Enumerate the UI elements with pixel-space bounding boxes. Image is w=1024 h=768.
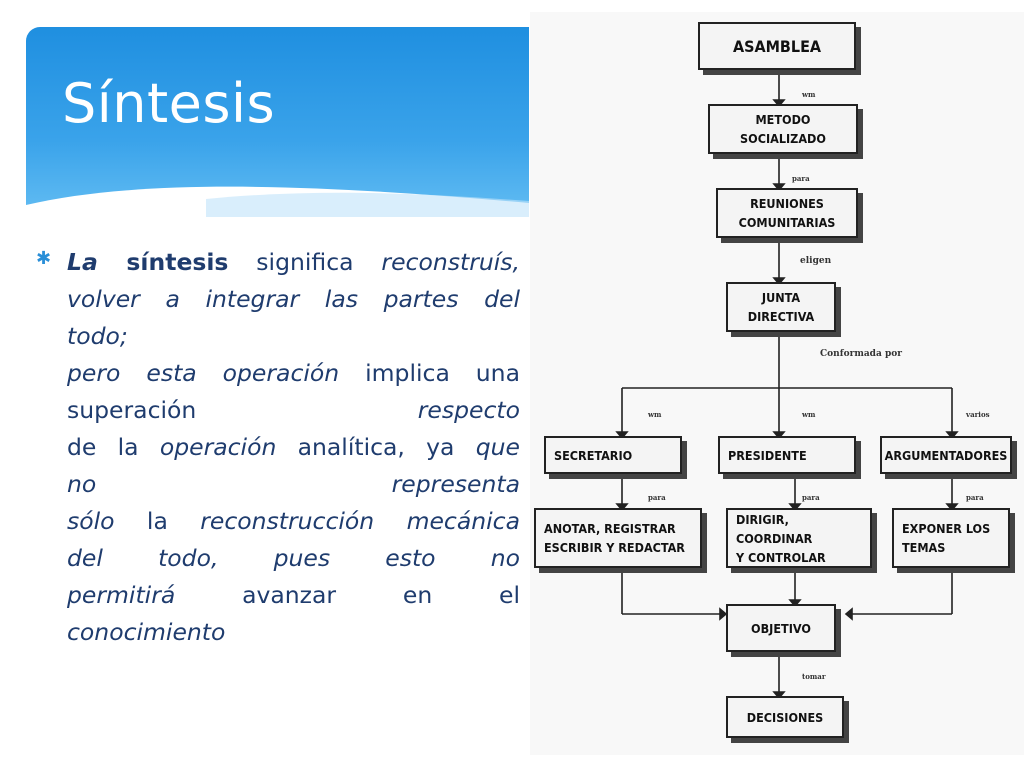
- box-junta-directiva: JUNTA DIRECTIVA: [726, 282, 836, 332]
- connector-label: varios: [966, 410, 990, 419]
- box-objetivo: OBJETIVO: [726, 604, 836, 652]
- title-banner: [26, 27, 529, 217]
- connector-label: tomar: [802, 672, 826, 681]
- slide-title: Síntesis: [62, 72, 276, 135]
- box-metodo-socializado: METODO SOCIALIZADO: [708, 104, 858, 154]
- box-decisiones: DECISIONES: [726, 696, 844, 738]
- bullet-star-icon: ✱: [36, 248, 52, 269]
- connector-label: Conformada por: [820, 349, 902, 359]
- connector-label: para: [802, 493, 820, 502]
- text-line: no representa: [67, 470, 520, 498]
- box-reuniones-comunitarias: REUNIONES COMUNITARIAS: [716, 188, 858, 238]
- box-secretario: SECRETARIO: [544, 436, 682, 474]
- box-argumentadores: ARGUMENTADORES: [880, 436, 1012, 474]
- text-line: superación respecto: [67, 396, 520, 424]
- connector-label: wm: [802, 90, 816, 99]
- text-line: La síntesis significa reconstruís,: [67, 248, 520, 276]
- box-anotar-registrar: ANOTAR, REGISTRAR ESCRIBIR Y REDACTAR: [534, 508, 702, 568]
- text-line: todo;: [67, 322, 128, 350]
- diagram-connector-lines: [615, 70, 959, 700]
- box-exponer-temas: EXPONER LOS TEMAS: [892, 508, 1010, 568]
- bullet-list: ✱ La síntesis significa reconstruís, vol…: [36, 244, 520, 651]
- text-line: volver a integrar las partes del: [67, 285, 520, 313]
- box-dirigir-coordinar: DIRIGIR, COORDINAR Y CONTROLAR: [726, 508, 872, 568]
- connector-label: eligen: [800, 256, 832, 266]
- text-line: conocimiento: [67, 618, 226, 646]
- connector-label: para: [648, 493, 666, 502]
- box-asamblea: ASAMBLEA: [698, 22, 856, 70]
- connector-label: wm: [802, 410, 816, 419]
- banner-wave-decoration: [26, 186, 529, 217]
- text-line: de la operación analítica, ya que: [67, 433, 520, 461]
- connector-label: para: [792, 174, 810, 183]
- text-line: permitirá avanzar en el: [67, 581, 520, 609]
- connector-label: para: [966, 493, 984, 502]
- text-line: sólo la reconstrucción mecánica: [67, 507, 520, 535]
- bullet-paragraph: La síntesis significa reconstruís, volve…: [67, 244, 520, 651]
- box-presidente: PRESIDENTE: [718, 436, 856, 474]
- text-line: pero esta operación implica una: [67, 359, 520, 387]
- connector-label: wm: [648, 410, 662, 419]
- text-line: del todo, pues esto no: [67, 544, 520, 572]
- org-diagram: ASAMBLEA METODO SOCIALIZADO REUNIONES CO…: [530, 12, 1024, 755]
